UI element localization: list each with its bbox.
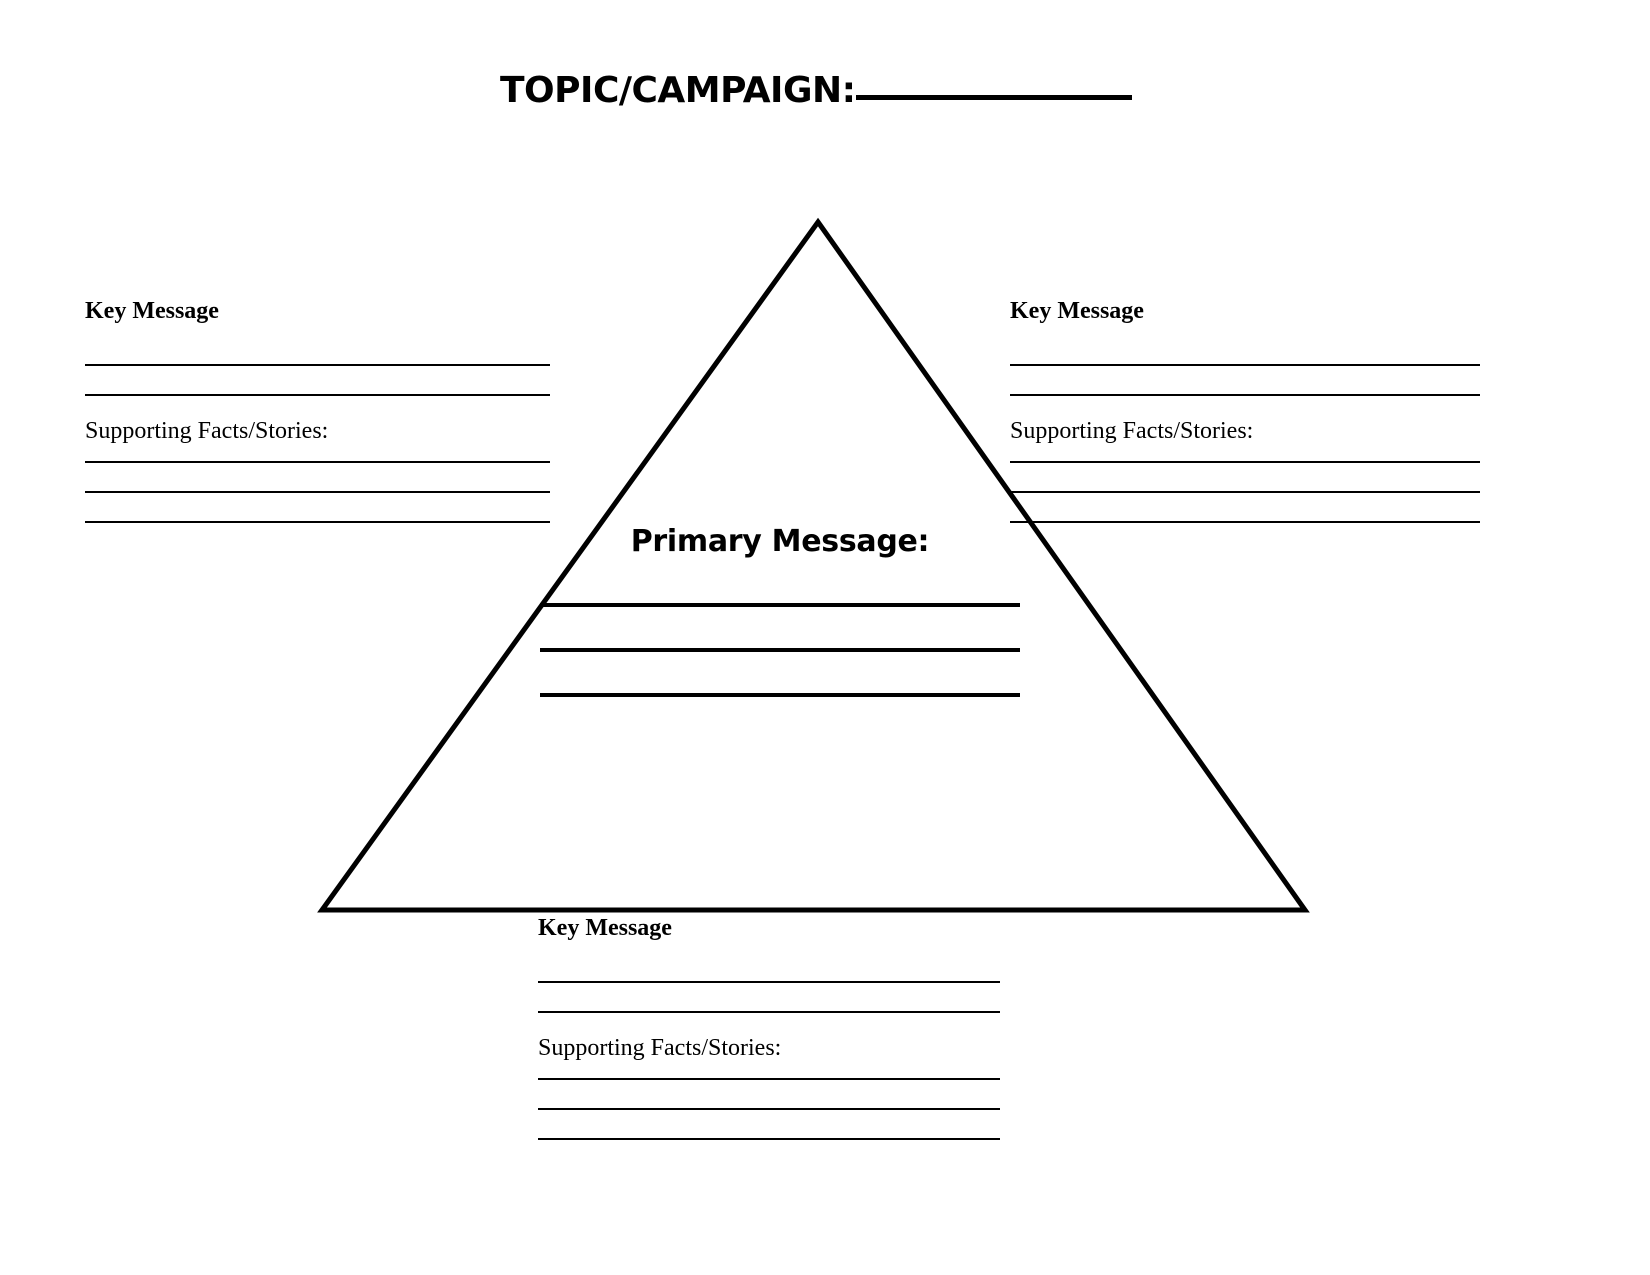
key-message-line-2[interactable] — [538, 1011, 1000, 1014]
supporting-facts-label: Supporting Facts/Stories: — [538, 1035, 782, 1062]
key-message-heading: Key Message — [85, 298, 219, 324]
key-message-block-right: Key Message Supporting Facts/Stories: — [1010, 298, 1480, 523]
supporting-facts-line-2[interactable] — [85, 490, 550, 493]
key-message-line-2[interactable] — [85, 394, 550, 397]
primary-message-line-3[interactable] — [540, 693, 1020, 697]
line-spacer — [85, 334, 550, 364]
key-message-line-1[interactable] — [538, 981, 1000, 984]
primary-message-line-1[interactable] — [540, 603, 1020, 607]
supporting-facts-line-2[interactable] — [538, 1107, 1000, 1110]
line-spacer — [538, 1080, 1000, 1108]
section-spacer — [1010, 396, 1480, 418]
primary-message-lines — [540, 603, 1020, 697]
section-spacer — [85, 396, 550, 418]
key-message-line-2[interactable] — [1010, 394, 1480, 397]
line-spacer — [1010, 463, 1480, 491]
key-message-line-1[interactable] — [85, 364, 550, 367]
key-message-block-bottom: Key Message Supporting Facts/Stories: — [538, 915, 1000, 1140]
supporting-facts-label: Supporting Facts/Stories: — [1010, 418, 1254, 445]
page-title-label: TOPIC/CAMPAIGN: — [500, 70, 856, 111]
line-spacer — [538, 951, 1000, 981]
supporting-facts-line-1[interactable] — [1010, 460, 1480, 463]
key-message-heading: Key Message — [538, 915, 672, 941]
line-spacer — [85, 445, 550, 461]
supporting-facts-line-2[interactable] — [1010, 490, 1480, 493]
primary-message-heading: Primary Message: — [630, 524, 930, 559]
supporting-facts-line-3[interactable] — [538, 1137, 1000, 1140]
line-spacer — [85, 463, 550, 491]
supporting-facts-line-1[interactable] — [85, 460, 550, 463]
page-title: TOPIC/CAMPAIGN: — [500, 70, 1132, 111]
line-spacer — [85, 366, 550, 394]
primary-message-section: Primary Message: — [540, 524, 1020, 697]
line-spacer — [1010, 493, 1480, 521]
key-message-heading: Key Message — [1010, 298, 1144, 324]
line-spacer — [1010, 334, 1480, 364]
line-spacer — [1010, 366, 1480, 394]
line-spacer — [85, 493, 550, 521]
line-spacer — [538, 983, 1000, 1011]
supporting-facts-line-3[interactable] — [1010, 520, 1480, 523]
line-spacer — [540, 652, 1020, 693]
supporting-facts-line-1[interactable] — [538, 1077, 1000, 1080]
line-spacer — [538, 1110, 1000, 1138]
key-message-line-1[interactable] — [1010, 364, 1480, 367]
line-spacer — [1010, 445, 1480, 461]
supporting-facts-label: Supporting Facts/Stories: — [85, 418, 329, 445]
line-spacer — [538, 1062, 1000, 1078]
key-message-block-left: Key Message Supporting Facts/Stories: — [85, 298, 550, 523]
supporting-facts-line-3[interactable] — [85, 520, 550, 523]
primary-message-line-2[interactable] — [540, 648, 1020, 652]
topic-campaign-blank-field[interactable] — [855, 91, 1132, 100]
line-spacer — [540, 607, 1020, 648]
section-spacer — [538, 1013, 1000, 1035]
